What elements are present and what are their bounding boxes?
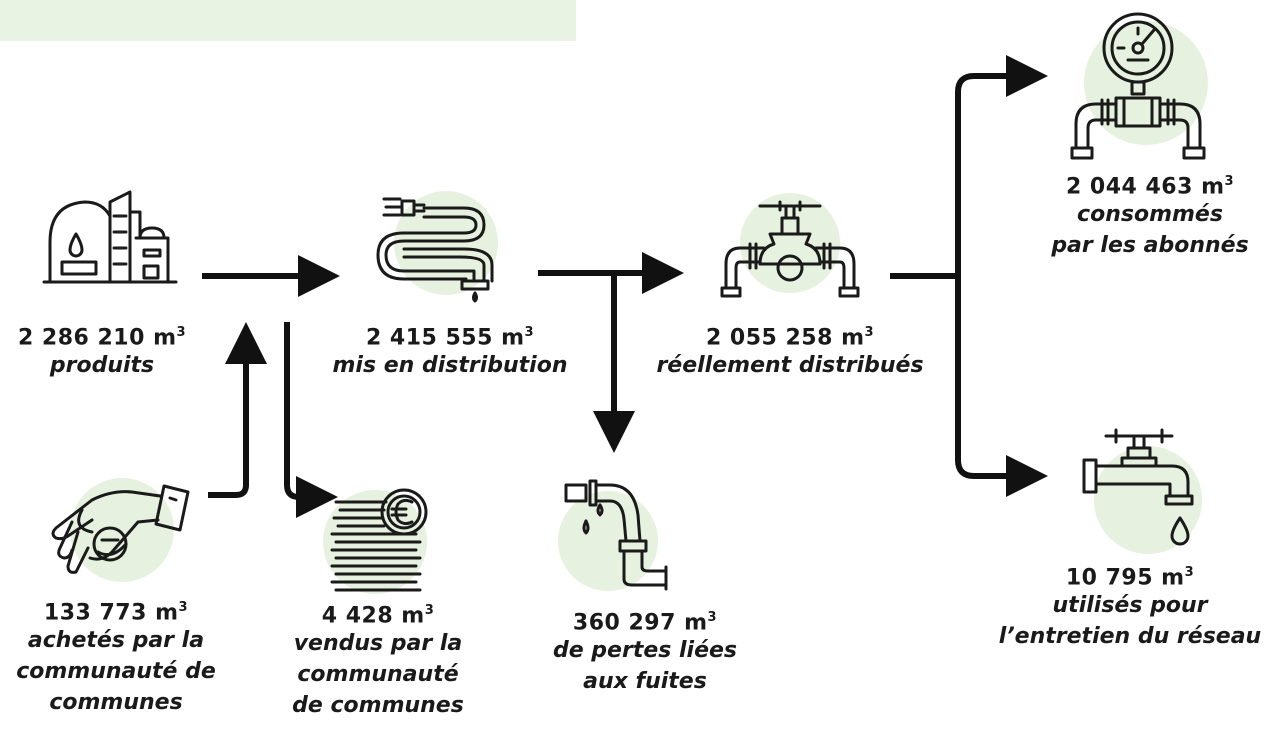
hand-coin-icon bbox=[42, 470, 202, 594]
losses-quantity: 360 297 m3 bbox=[572, 610, 718, 636]
consumed-description: consommés par les abonnés bbox=[1051, 202, 1249, 259]
euro-coins-icon bbox=[320, 482, 460, 606]
losses-description: de pertes liées aux fuites bbox=[552, 638, 738, 695]
node-distribution: 2 415 555 m3 mis en distribution bbox=[320, 325, 580, 381]
bought-description: achetés par la communauté de communes bbox=[16, 628, 216, 716]
node-sold: 4 428 m3 vendus par la communauté de com… bbox=[278, 603, 478, 721]
water-plant-icon bbox=[40, 182, 180, 296]
node-losses: 360 297 m3 de pertes liées aux fuites bbox=[530, 610, 760, 697]
leaking-pipe-icon bbox=[556, 475, 676, 599]
maintenance-quantity: 10 795 m3 bbox=[1065, 565, 1195, 591]
faucet-icon bbox=[1076, 420, 1216, 564]
arrow-bought-to-main bbox=[208, 322, 267, 498]
water-pipe-icon bbox=[364, 185, 504, 309]
produced-description: produits bbox=[49, 353, 155, 379]
header-band bbox=[0, 0, 576, 41]
distribution-description: mis en distribution bbox=[332, 353, 568, 379]
node-maintenance: 10 795 m3 utilisés pour l’entretien du r… bbox=[990, 565, 1270, 652]
distribution-quantity: 2 415 555 m3 bbox=[365, 325, 535, 351]
distributed-quantity: 2 055 258 m3 bbox=[705, 325, 875, 351]
arrow-to-consumed bbox=[955, 55, 1048, 276]
water-meter-icon bbox=[1066, 8, 1216, 172]
sold-description: vendus par la communauté de communes bbox=[292, 631, 464, 719]
arrow-main-to-sold bbox=[284, 322, 338, 518]
bought-quantity: 133 773 m3 bbox=[43, 600, 189, 626]
node-consumed: 2 044 463 m3 consommés par les abonnés bbox=[1030, 174, 1270, 261]
distributed-description: réellement distribués bbox=[656, 353, 924, 379]
produced-quantity: 2 286 210 m3 bbox=[17, 325, 187, 351]
arrow-to-maintenance bbox=[955, 276, 1048, 497]
node-distributed: 2 055 258 m3 réellement distribués bbox=[650, 325, 930, 381]
node-bought: 133 773 m3 achetés par la communauté de … bbox=[0, 600, 232, 718]
maintenance-description: utilisés pour l’entretien du réseau bbox=[998, 593, 1262, 650]
consumed-quantity: 2 044 463 m3 bbox=[1065, 174, 1235, 200]
valve-icon bbox=[720, 188, 870, 312]
node-produced: 2 286 210 m3 produits bbox=[2, 325, 202, 381]
sold-quantity: 4 428 m3 bbox=[321, 603, 435, 629]
